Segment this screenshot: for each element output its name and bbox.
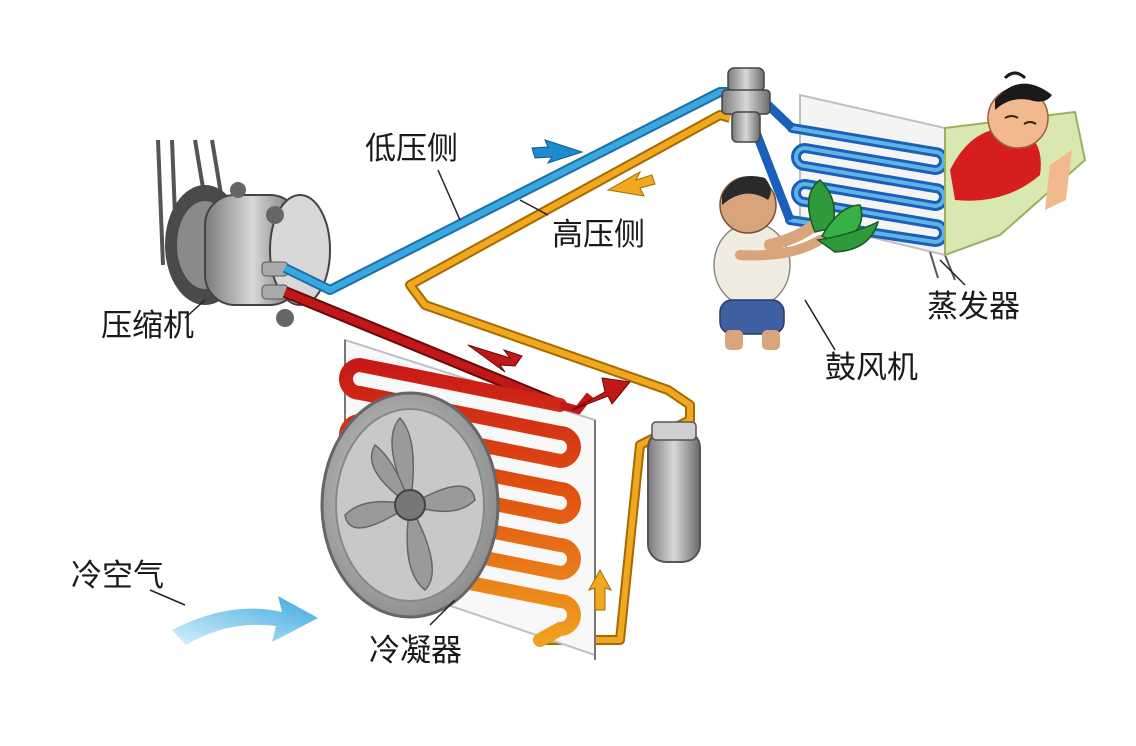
blower-boy-icon — [713, 176, 880, 350]
high-side-label: 高压侧 — [552, 217, 645, 253]
receiver-drier-icon — [647, 421, 701, 563]
hot-gas-line — [282, 286, 563, 411]
expansion-valve-icon — [721, 67, 771, 143]
evaporator-label: 蒸发器 — [927, 289, 1020, 325]
blower-label: 鼓风机 — [825, 350, 918, 386]
compressor-label: 压缩机 — [101, 308, 194, 344]
compressor-icon — [156, 139, 331, 327]
sleeping-person-icon — [944, 71, 1087, 257]
low-side-label: 低压侧 — [365, 131, 458, 167]
cold-air-arrow-icon — [172, 596, 318, 645]
evaporator-icon — [785, 93, 956, 281]
leader-lines — [149, 169, 966, 626]
flow-arrows — [467, 139, 656, 611]
condenser-label: 冷凝器 — [369, 633, 462, 669]
cold-air-label: 冷空气 — [71, 558, 164, 594]
condenser-fan-icon — [320, 391, 500, 619]
